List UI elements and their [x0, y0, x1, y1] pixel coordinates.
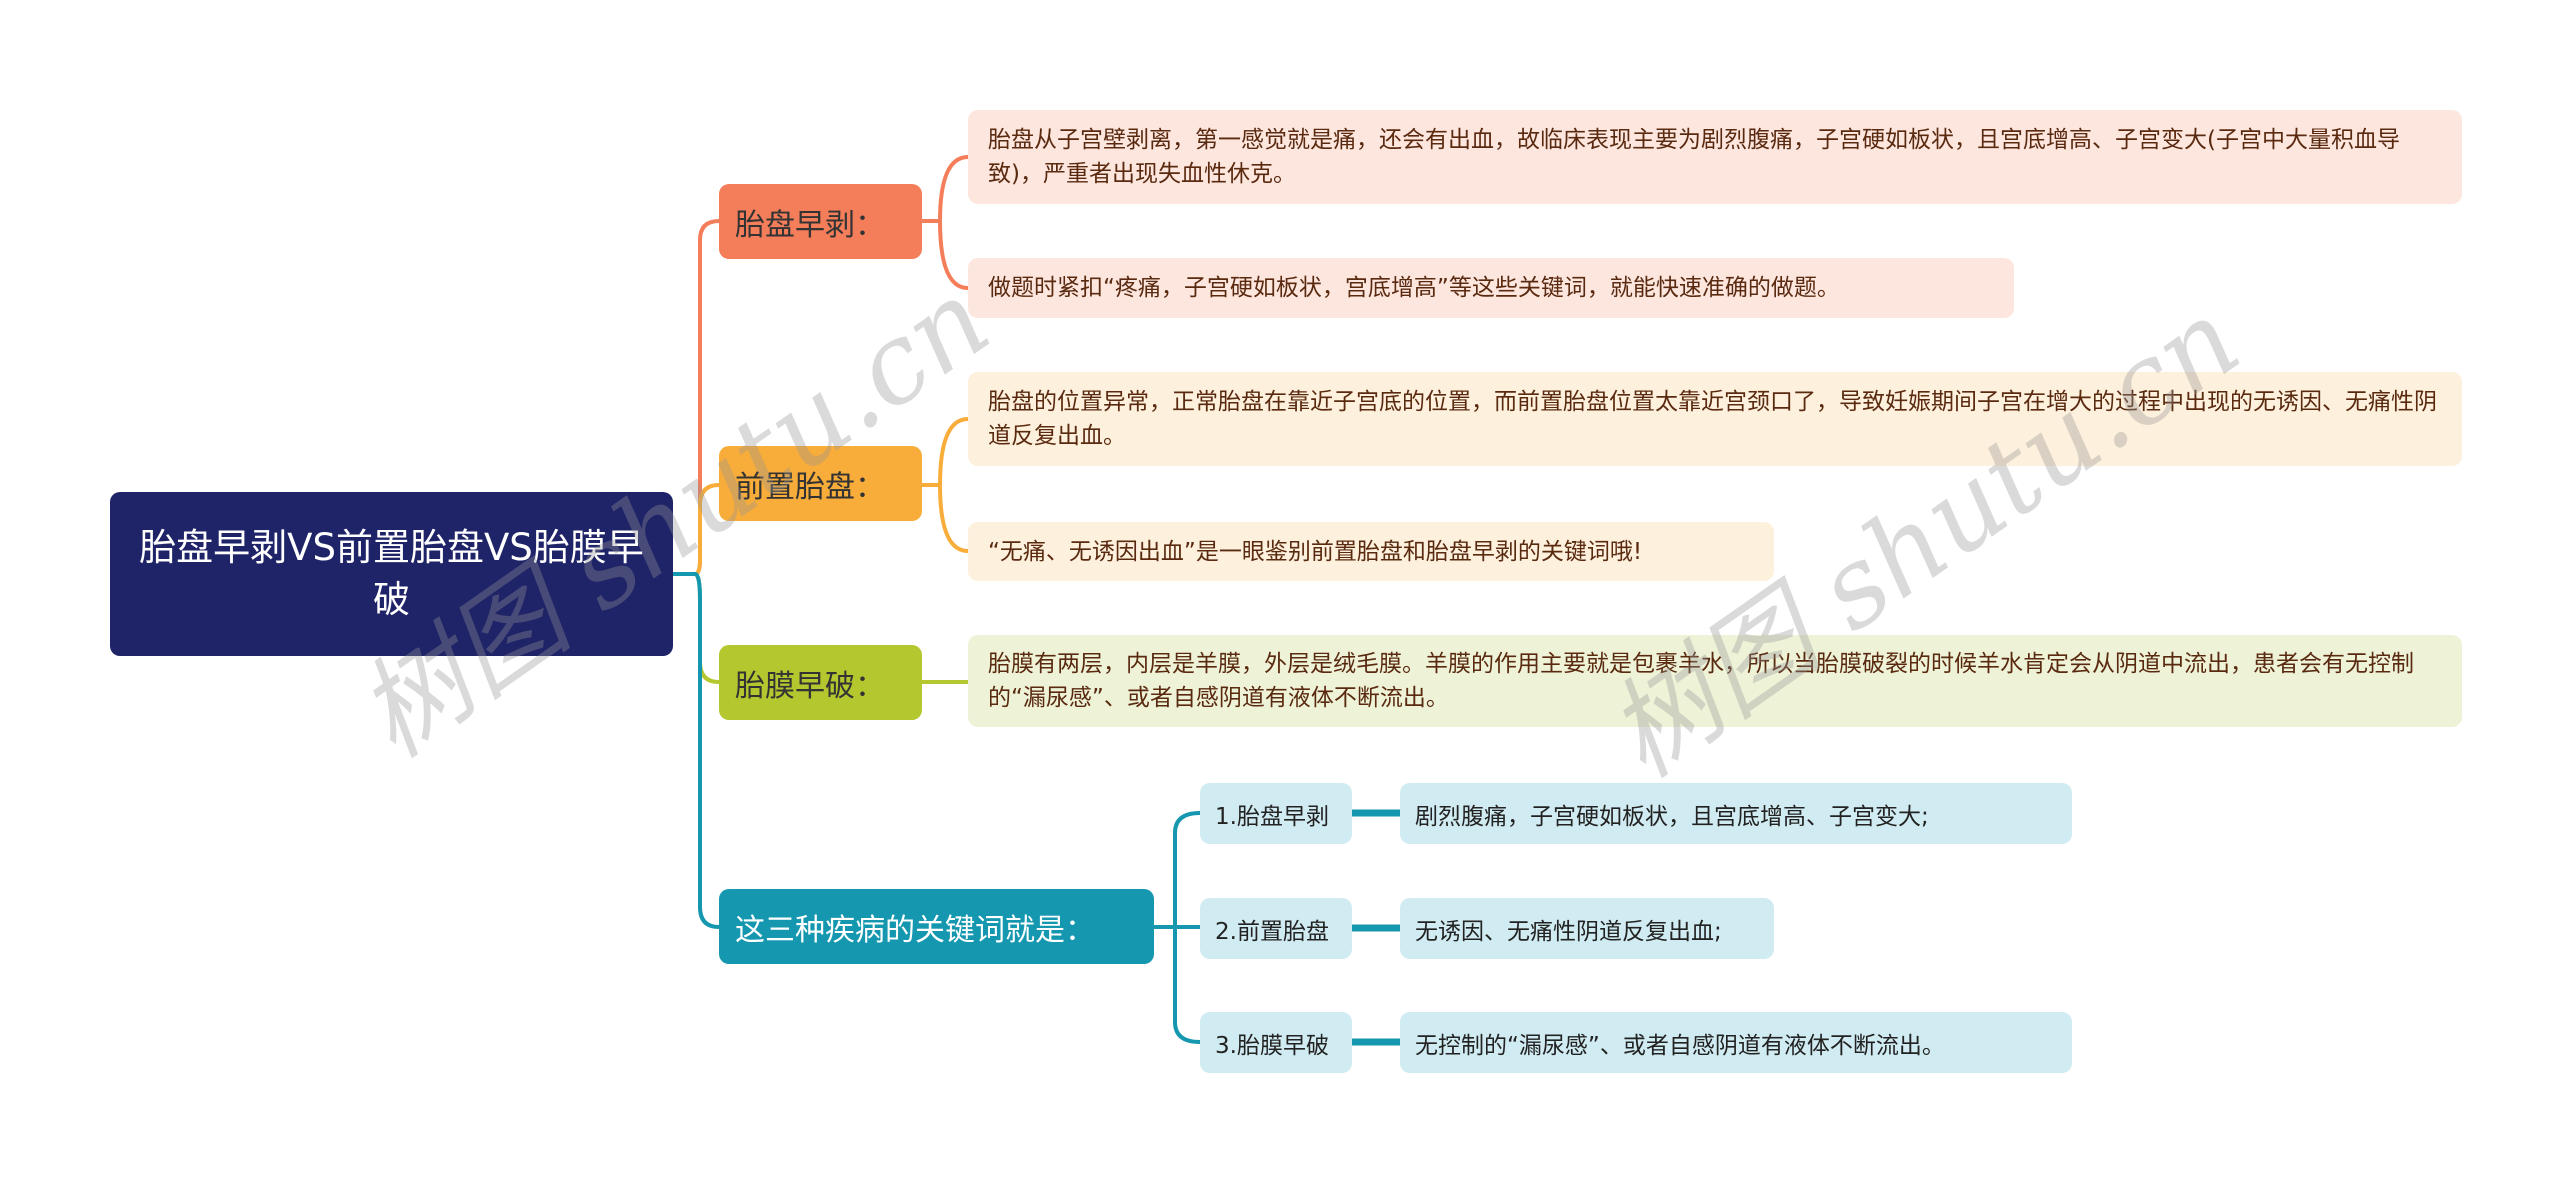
leaf-previa-tip[interactable]: “无痛、无诱因出血”是一眼鉴别前置胎盘和胎盘早剥的关键词哦! — [968, 522, 1774, 581]
root-topic[interactable]: 胎盘早剥VS前置胎盘VS胎膜早破 — [110, 492, 673, 656]
leaf-abruption-description[interactable]: 胎盘从子宫壁剥离，第一感觉就是痛，还会有出血，故临床表现主要为剧烈腹痛，子宫硬如… — [968, 110, 2462, 204]
keyword-detail-previa[interactable]: 无诱因、无痛性阴道反复出血; — [1400, 898, 1774, 959]
keyword-detail-prom[interactable]: 无控制的“漏尿感”、或者自感阴道有液体不断流出。 — [1400, 1012, 2072, 1073]
branch-placenta-previa[interactable]: 前置胎盘： — [719, 446, 922, 521]
keyword-label: 2.前置胎盘 — [1215, 918, 1329, 945]
keyword-detail: 无控制的“漏尿感”、或者自感阴道有液体不断流出。 — [1415, 1032, 1945, 1059]
keyword-item-abruption[interactable]: 1.胎盘早剥 — [1200, 783, 1352, 844]
leaf-text: 胎盘的位置异常，正常胎盘在靠近子宫底的位置，而前置胎盘位置太靠近宫颈口了，导致妊… — [988, 389, 2437, 449]
leaf-text: 胎膜有两层，内层是羊膜，外层是绒毛膜。羊膜的作用主要就是包裹羊水，所以当胎膜破裂… — [988, 651, 2414, 711]
leaf-text: “无痛、无诱因出血”是一眼鉴别前置胎盘和胎盘早剥的关键词哦! — [988, 538, 1643, 565]
leaf-text: 做题时紧扣“疼痛，子宫硬如板状，宫底增高”等这些关键词，就能快速准确的做题。 — [988, 275, 1840, 301]
leaf-prom-description[interactable]: 胎膜有两层，内层是羊膜，外层是绒毛膜。羊膜的作用主要就是包裹羊水，所以当胎膜破裂… — [968, 635, 2462, 727]
keyword-detail: 剧烈腹痛，子宫硬如板状，且宫底增高、子宫变大; — [1415, 803, 1929, 830]
branch-label: 胎盘早剥： — [735, 207, 885, 243]
keyword-item-previa[interactable]: 2.前置胎盘 — [1200, 898, 1352, 959]
branch-keywords[interactable]: 这三种疾病的关键词就是： — [719, 889, 1154, 964]
leaf-previa-description[interactable]: 胎盘的位置异常，正常胎盘在靠近子宫底的位置，而前置胎盘位置太靠近宫颈口了，导致妊… — [968, 372, 2462, 466]
branch-label: 胎膜早破： — [735, 668, 885, 704]
branch-label: 这三种疾病的关键词就是： — [735, 912, 1095, 948]
keyword-detail: 无诱因、无痛性阴道反复出血; — [1415, 918, 1722, 945]
leaf-abruption-tip[interactable]: 做题时紧扣“疼痛，子宫硬如板状，宫底增高”等这些关键词，就能快速准确的做题。 — [968, 258, 2014, 318]
branch-prom[interactable]: 胎膜早破： — [719, 645, 922, 720]
keyword-label: 3.胎膜早破 — [1215, 1032, 1329, 1059]
root-title: 胎盘早剥VS前置胎盘VS胎膜早破 — [139, 526, 644, 621]
keyword-label: 1.胎盘早剥 — [1215, 803, 1329, 830]
keyword-item-prom[interactable]: 3.胎膜早破 — [1200, 1012, 1352, 1073]
branch-label: 前置胎盘： — [735, 469, 885, 505]
leaf-text: 胎盘从子宫壁剥离，第一感觉就是痛，还会有出血，故临床表现主要为剧烈腹痛，子宫硬如… — [988, 127, 2400, 187]
keyword-detail-abruption[interactable]: 剧烈腹痛，子宫硬如板状，且宫底增高、子宫变大; — [1400, 783, 2072, 844]
branch-placental-abruption[interactable]: 胎盘早剥： — [719, 184, 922, 259]
